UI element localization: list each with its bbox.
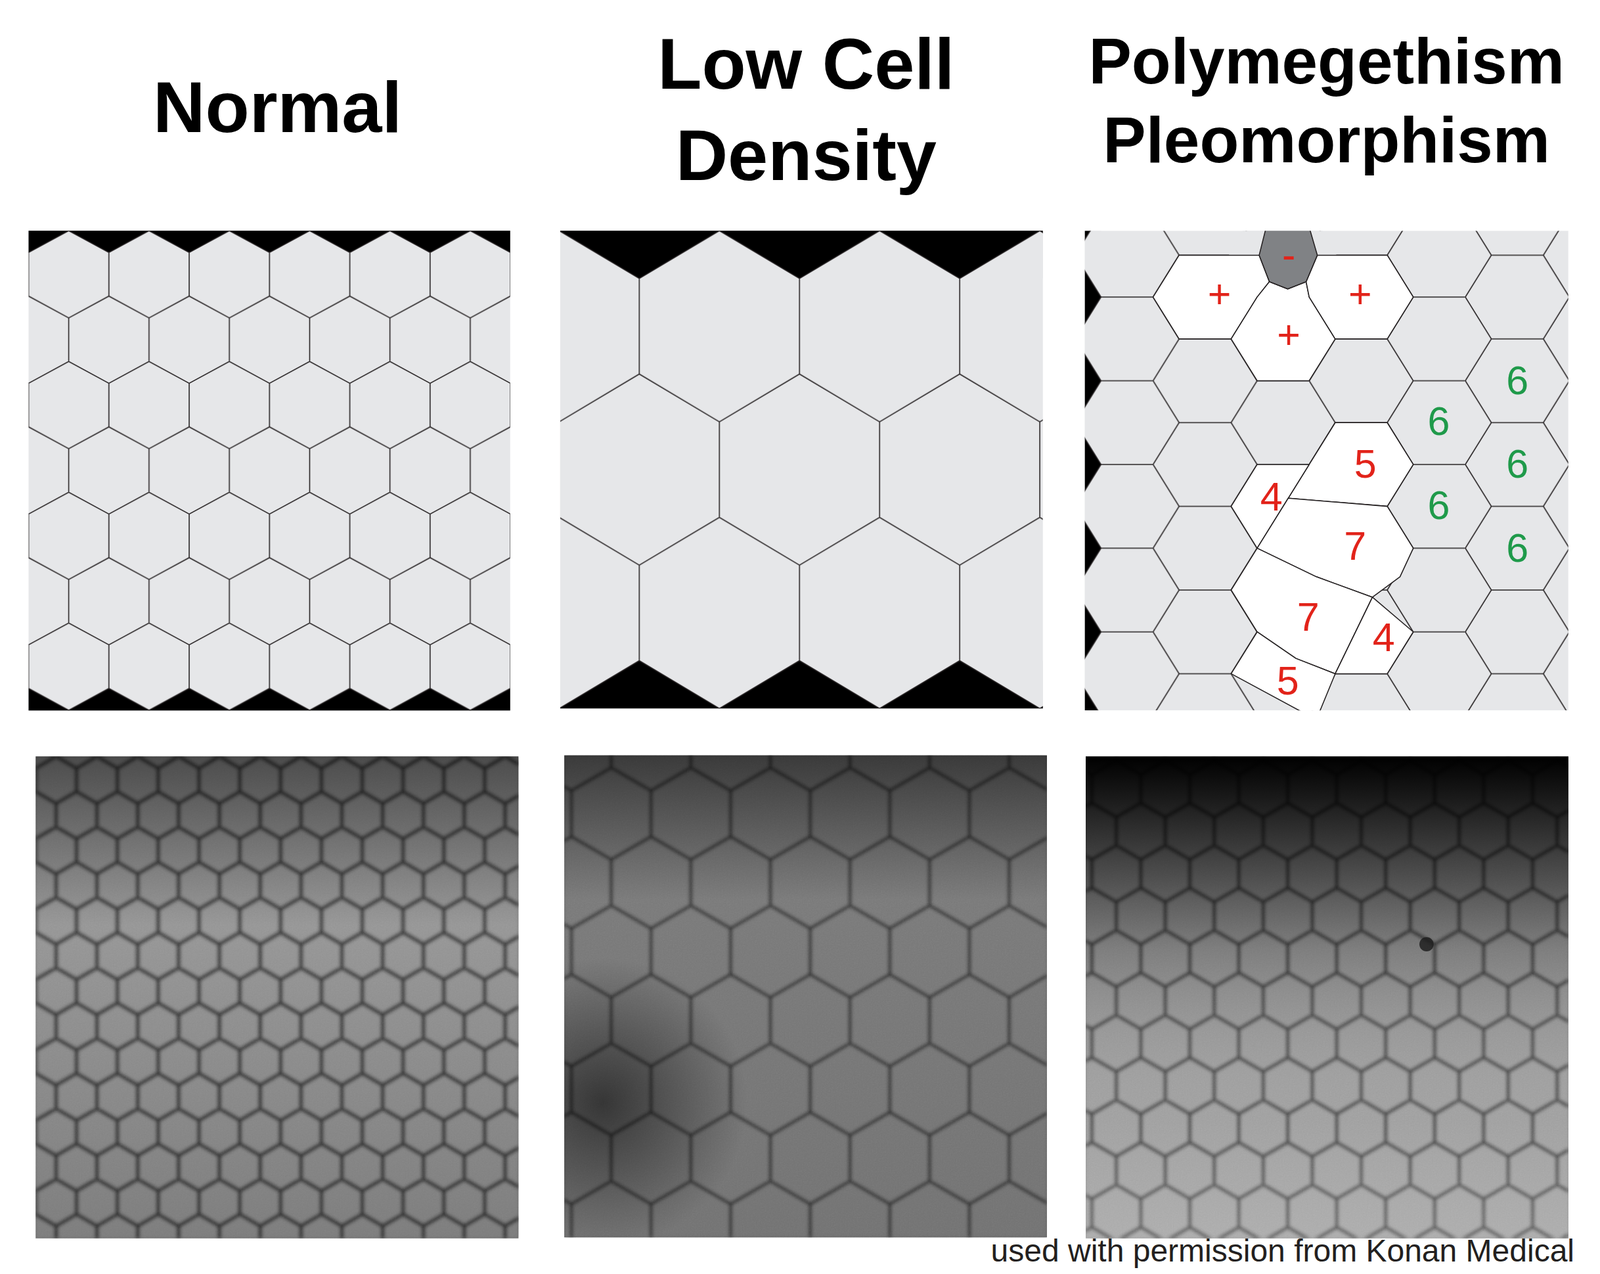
side-count: 6 xyxy=(1506,528,1529,569)
hex-grid xyxy=(28,230,511,711)
column-heading: Polymegethism Pleomorphism xyxy=(1064,22,1590,180)
edge-triangles xyxy=(28,688,511,711)
side-count: 6 xyxy=(1506,444,1529,485)
edge-triangles xyxy=(560,660,1044,709)
specular-photo-low-density xyxy=(564,755,1047,1237)
enlarged-cell xyxy=(1306,254,1414,339)
side-count: 6 xyxy=(1427,485,1451,526)
side-count: 7 xyxy=(1297,597,1320,638)
side-count: 6 xyxy=(1506,360,1529,401)
photo-shading xyxy=(564,755,1047,1237)
pentagon-cell xyxy=(1230,631,1335,711)
cell-sign: - xyxy=(1282,235,1296,276)
photo-ground xyxy=(35,755,519,1238)
photo-noise xyxy=(35,755,519,1238)
side-count: 7 xyxy=(1343,526,1367,567)
cell-mosaic xyxy=(35,755,519,1238)
side-count: 5 xyxy=(1354,444,1377,485)
photo-shading xyxy=(1085,755,1569,1238)
dark-spot xyxy=(1419,936,1434,952)
photo-shading xyxy=(564,755,1047,1237)
cell-sign: + xyxy=(1207,273,1232,314)
photo-noise xyxy=(564,755,1047,1237)
polymegethism-schematic xyxy=(1084,230,1568,711)
specular-photo-normal xyxy=(35,755,519,1238)
photo-ground xyxy=(1085,755,1569,1238)
shrunken-cell xyxy=(1259,230,1318,289)
irregular-cells xyxy=(1153,230,1414,711)
edge-triangles xyxy=(560,230,1044,279)
hex-grid xyxy=(560,230,1044,709)
edge-triangles xyxy=(1084,230,1101,711)
column-heading: Low Cell Density xyxy=(595,17,1017,201)
hex-grid xyxy=(1084,230,1568,711)
photo-ground xyxy=(564,755,1047,1237)
cell-mosaic xyxy=(564,755,1047,1237)
column-heading: Normal xyxy=(153,63,402,151)
side-count: 4 xyxy=(1260,476,1283,517)
cell-sign: + xyxy=(1276,314,1301,355)
side-count: 4 xyxy=(1372,617,1396,658)
side-count: 6 xyxy=(1427,401,1451,442)
photo-noise xyxy=(1085,755,1569,1238)
edge-triangles xyxy=(28,230,511,253)
normal-schematic xyxy=(28,230,511,711)
credit-note: used with permission from Konan Medical xyxy=(991,1234,1575,1267)
quad-cell xyxy=(1335,597,1414,674)
photo-shading xyxy=(35,755,519,1238)
side-count: 5 xyxy=(1276,660,1300,701)
specular-photo-polymegethism xyxy=(1085,755,1569,1238)
cell-mosaic xyxy=(1085,755,1569,1238)
cell-sign: + xyxy=(1348,273,1373,314)
low-density-schematic xyxy=(560,230,1044,709)
